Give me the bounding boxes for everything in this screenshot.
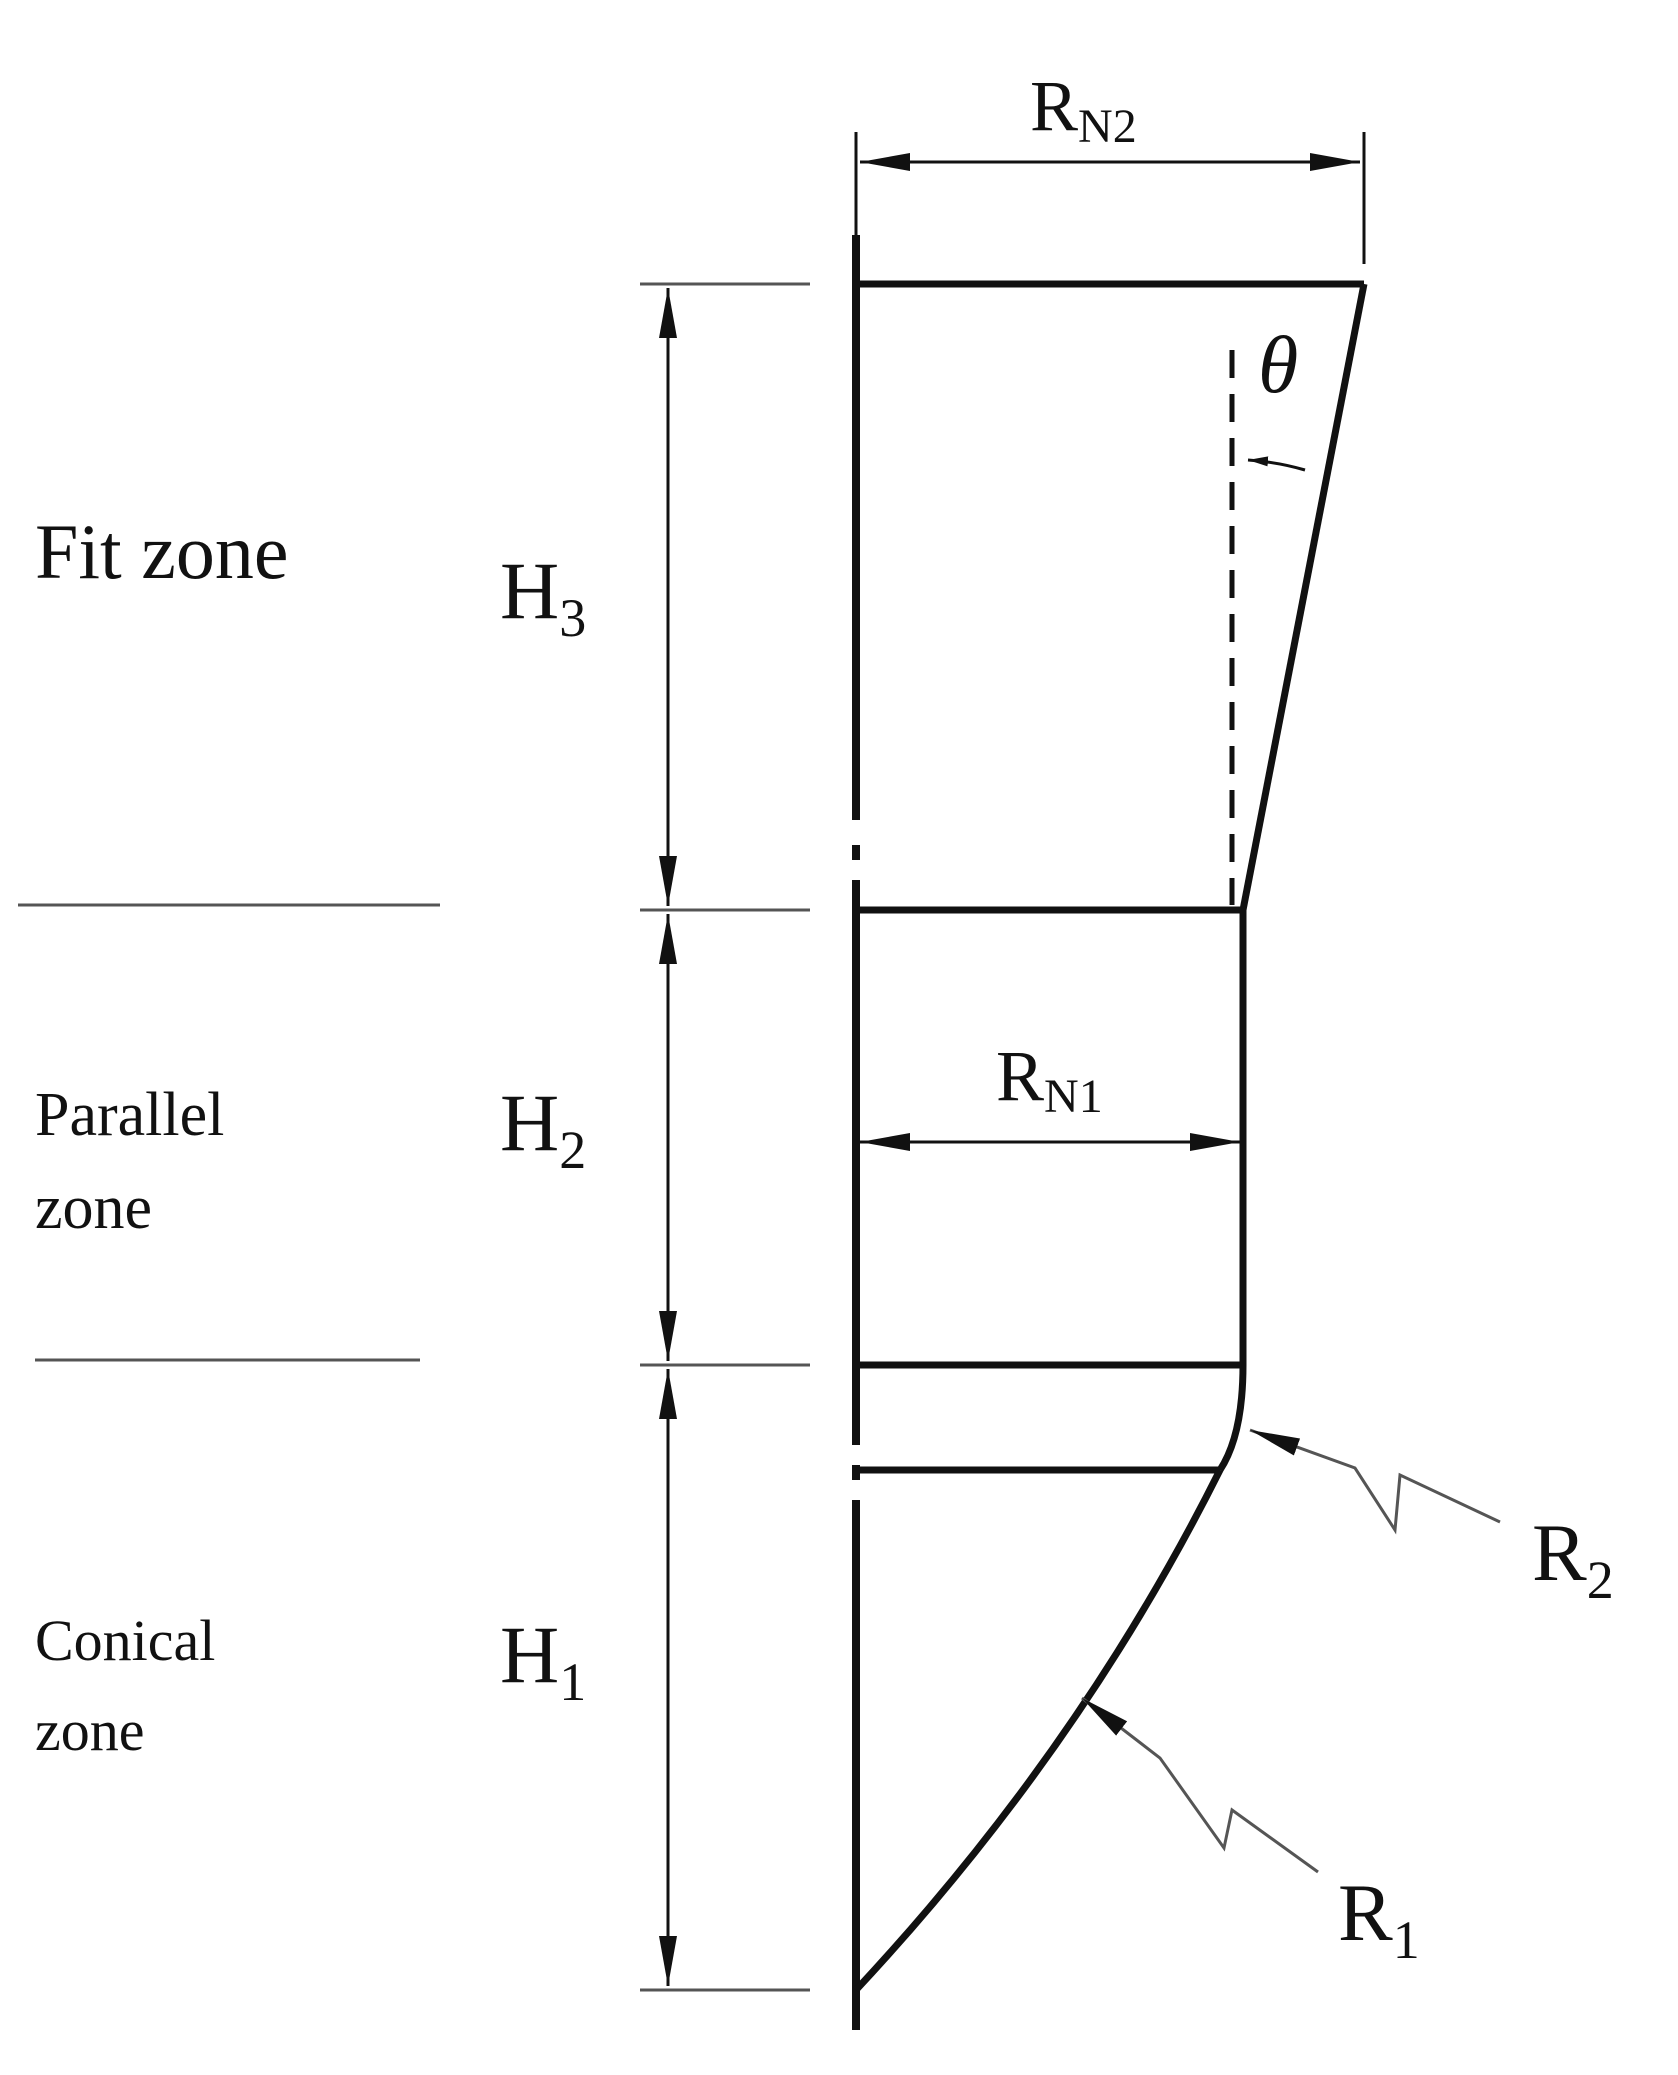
r2-leader-line (1249, 1428, 1501, 1535)
conical-zone-label-line2: zone (35, 1698, 145, 1763)
r1-label: R1 (1338, 1867, 1420, 1970)
fit-zone-taper-edge (1239, 283, 1368, 911)
r1-leader-line (1081, 1696, 1319, 1874)
parallel-zone-label-line1: Parallel (35, 1081, 224, 1149)
r1-conical-arc (853, 1468, 1224, 1993)
rn2-label: RN2 (1030, 66, 1137, 153)
nozzle-outline (853, 280, 1368, 1993)
h3-label: H3 (500, 545, 586, 648)
conical-zone-label-line1: Conical (35, 1608, 215, 1673)
r2-label: R2 (1532, 1507, 1614, 1610)
r2-transition-fillet (1217, 1364, 1247, 1472)
theta-angle-arc (1247, 456, 1306, 472)
height-extension-lines (640, 282, 810, 1992)
h1-label: H1 (500, 1609, 586, 1712)
h2-label: H2 (500, 1077, 586, 1180)
rn1-label: RN1 (996, 1036, 1103, 1123)
parallel-zone-label-line2: zone (35, 1174, 152, 1242)
theta-label: θ (1258, 319, 1298, 410)
fit-zone-label: Fit zone (35, 508, 288, 595)
